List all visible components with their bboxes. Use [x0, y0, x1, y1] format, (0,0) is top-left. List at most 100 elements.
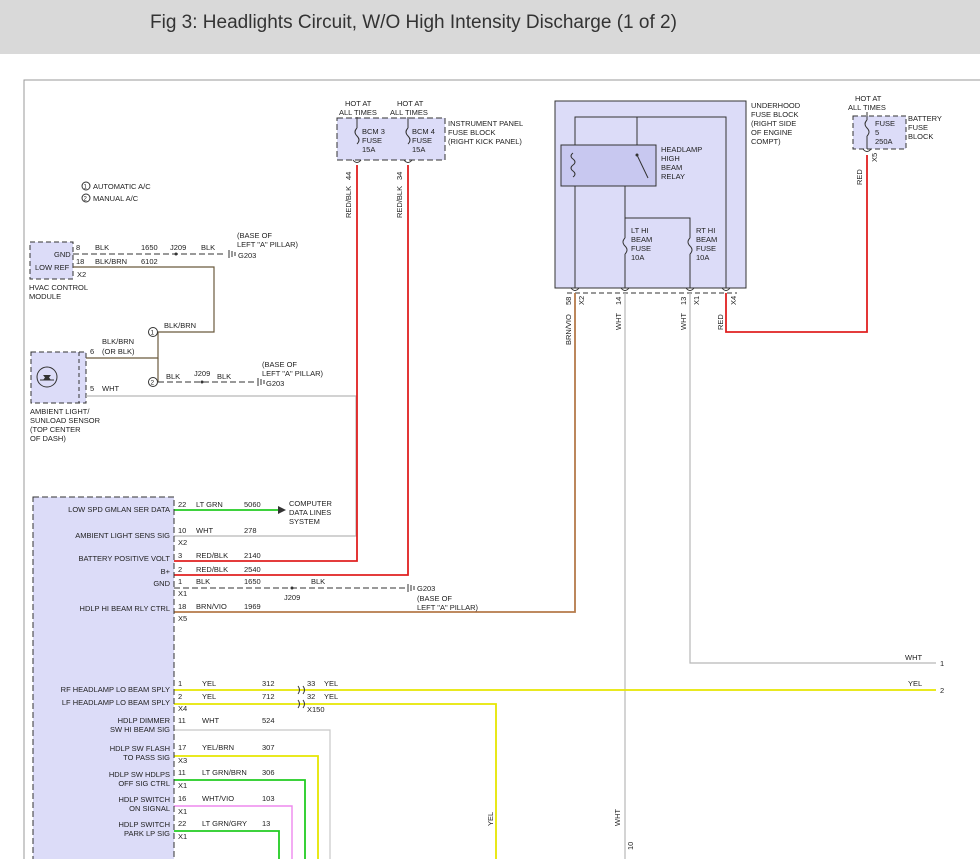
- bat-fuse-a: FUSE: [875, 119, 895, 128]
- bcm-label-batt: BATTERY POSITIVE VOLT: [78, 554, 170, 563]
- body-control-module: LOW SPD GMLAN SER DATA AMBIENT LIGHT SEN…: [32, 496, 479, 859]
- bcm-conn-x1c: X1: [178, 807, 187, 816]
- sensor-opt2: 2: [151, 380, 155, 387]
- bcm-circ-1969: 1969: [244, 602, 261, 611]
- inline-p32: 32: [307, 692, 315, 701]
- wire-ltgrnbrn-306: [174, 779, 306, 859]
- inline-x150: X150: [307, 705, 325, 714]
- bcm-wire-off: LT GRN/BRN: [202, 768, 247, 777]
- title-bar: Fig 3: Headlights Circuit, W/O High Inte…: [0, 0, 980, 54]
- bcm-circ-306: 306: [262, 768, 275, 777]
- gnd-j209: J209: [284, 593, 300, 602]
- ip-hot2-b: ALL TIMES: [390, 108, 428, 117]
- lt-fuse-a: LT HI: [631, 226, 649, 235]
- hvac-gnd: GND: [54, 250, 71, 259]
- bcm-label-on-b: ON SIGNAL: [129, 804, 170, 813]
- bottom-yel: YEL: [486, 812, 495, 826]
- ip-fuse1-a: BCM 3: [362, 127, 385, 136]
- ip-fuse2-a: BCM 4: [412, 127, 435, 136]
- bcm-wire-lf: YEL: [202, 692, 216, 701]
- ip-wire-2: RED/BLK: [395, 186, 404, 218]
- bcm-wire-park: LT GRN/GRY: [202, 819, 247, 828]
- bcm-wire-hirly: BRN/VIO: [196, 602, 227, 611]
- bottom-wht: WHT: [613, 809, 622, 826]
- bcm-pin-1: 1: [178, 577, 182, 586]
- bcm-label-bplus: B+: [161, 567, 171, 576]
- bcm-pin-on: 16: [178, 794, 186, 803]
- gmlan-dest-c: SYSTEM: [289, 517, 320, 526]
- wire-wht-524: [174, 729, 331, 859]
- gnd-g203: G203: [417, 584, 435, 593]
- rt-fuse-c: FUSE: [696, 244, 716, 253]
- bcm-label-on-a: HDLP SWITCH: [118, 795, 170, 804]
- uh-name-e: COMPT): [751, 137, 781, 146]
- sensor-blk: BLK: [217, 372, 231, 381]
- sensor-opt2-wire: BLK: [166, 372, 180, 381]
- bcm-label-gmlan: LOW SPD GMLAN SER DATA: [68, 505, 170, 514]
- bat-name-a: BATTERY: [908, 114, 942, 123]
- ip-hot1-b: ALL TIMES: [339, 108, 377, 117]
- wire-brnvio-1969: [174, 293, 576, 613]
- hvac-name-a: HVAC CONTROL: [29, 283, 88, 292]
- offpage-1: 1: [940, 659, 944, 668]
- ip-fuse-block: HOT AT ALL TIMES HOT AT ALL TIMES BCM 3 …: [336, 99, 523, 218]
- bcm-wire-flash: YEL/BRN: [202, 743, 234, 752]
- bcm-pin-lf: 2: [178, 692, 182, 701]
- bcm-conn-x1b: X1: [178, 781, 187, 790]
- uh-x4: X4: [729, 296, 738, 305]
- hvac-w18: BLK/BRN: [95, 257, 127, 266]
- bcm-label-dim-a: HDLP DIMMER: [118, 716, 171, 725]
- sensor-name-a: AMBIENT LIGHT/: [30, 407, 90, 416]
- sensor-g203: G203: [266, 379, 284, 388]
- bcm-wire-rf: YEL: [202, 679, 216, 688]
- bat-hot-a: HOT AT: [855, 94, 882, 103]
- offpage-2: 2: [940, 686, 944, 695]
- gmlan-arrow: [278, 506, 286, 514]
- ip-fuse1-b: FUSE: [362, 136, 382, 145]
- sensor-name-b: SUNLOAD SENSOR: [30, 416, 101, 425]
- bcm-label-dim-b: SW HI BEAM SIG: [110, 725, 170, 734]
- bcm-label-rf: RF HEADLAMP LO BEAM SPLY: [61, 685, 170, 694]
- bat-fuse-b: 5: [875, 128, 879, 137]
- uh-pin-58: 58: [564, 297, 573, 305]
- page-title: Fig 3: Headlights Circuit, W/O High Inte…: [150, 12, 677, 33]
- ip-fuse2-b: FUSE: [412, 136, 432, 145]
- bcm-label-ambient: AMBIENT LIGHT SENS SIG: [75, 531, 170, 540]
- bcm-circ-13: 13: [262, 819, 270, 828]
- bcm-wire-dim: WHT: [202, 716, 219, 725]
- bcm-pin-rf: 1: [178, 679, 182, 688]
- relay-a: HEADLAMP: [661, 145, 702, 154]
- bcm-conn-x2: X2: [178, 538, 187, 547]
- hvac-w8: BLK: [95, 243, 109, 252]
- legend-num-1: 1: [84, 185, 88, 191]
- rt-fuse-a: RT HI: [696, 226, 715, 235]
- hvac-pin8: 8: [76, 243, 80, 252]
- wire-red-34: [174, 165, 409, 576]
- hvac-name-b: MODULE: [29, 292, 61, 301]
- bcm-circ-312: 312: [262, 679, 275, 688]
- uh-name-d: OF ENGINE: [751, 128, 792, 137]
- bcm-label-gnd: GND: [153, 579, 170, 588]
- diagram-frame: [23, 79, 980, 859]
- bcm-circ-278: 278: [244, 526, 257, 535]
- bcm-wire-bplus: RED/BLK: [196, 565, 228, 574]
- off-page-refs: WHT 1 YEL 2 YEL WHT 10: [486, 653, 944, 850]
- sensor-pin5: 5: [90, 384, 94, 393]
- wire-ltgrngry-13: [174, 830, 280, 859]
- hi-beam-relay: [560, 144, 657, 187]
- ambient-light-sensor: AMBIENT LIGHT/ SUNLOAD SENSOR (TOP CENTE…: [30, 321, 324, 443]
- bcm-pin-flash: 17: [178, 743, 186, 752]
- bcm-pin-off: 11: [178, 768, 186, 777]
- bcm-label-flash-b: TO PASS SIG: [123, 753, 170, 762]
- sensor-opt1-wire: BLK/BRN: [164, 321, 196, 330]
- inline-w32: YEL: [324, 692, 338, 701]
- uh-x2: X2: [577, 296, 586, 305]
- sensor-w5: WHT: [102, 384, 119, 393]
- hvac-g203: G203: [238, 251, 256, 260]
- bcm-wire-gmlan: LT GRN: [196, 500, 223, 509]
- legend: 1 AUTOMATIC A/C 2 MANUAL A/C: [81, 181, 151, 203]
- ip-wire-1: RED/BLK: [344, 186, 353, 218]
- uh-name-c: (RIGHT SIDE: [751, 119, 796, 128]
- bcm-pin-2: 2: [178, 565, 182, 574]
